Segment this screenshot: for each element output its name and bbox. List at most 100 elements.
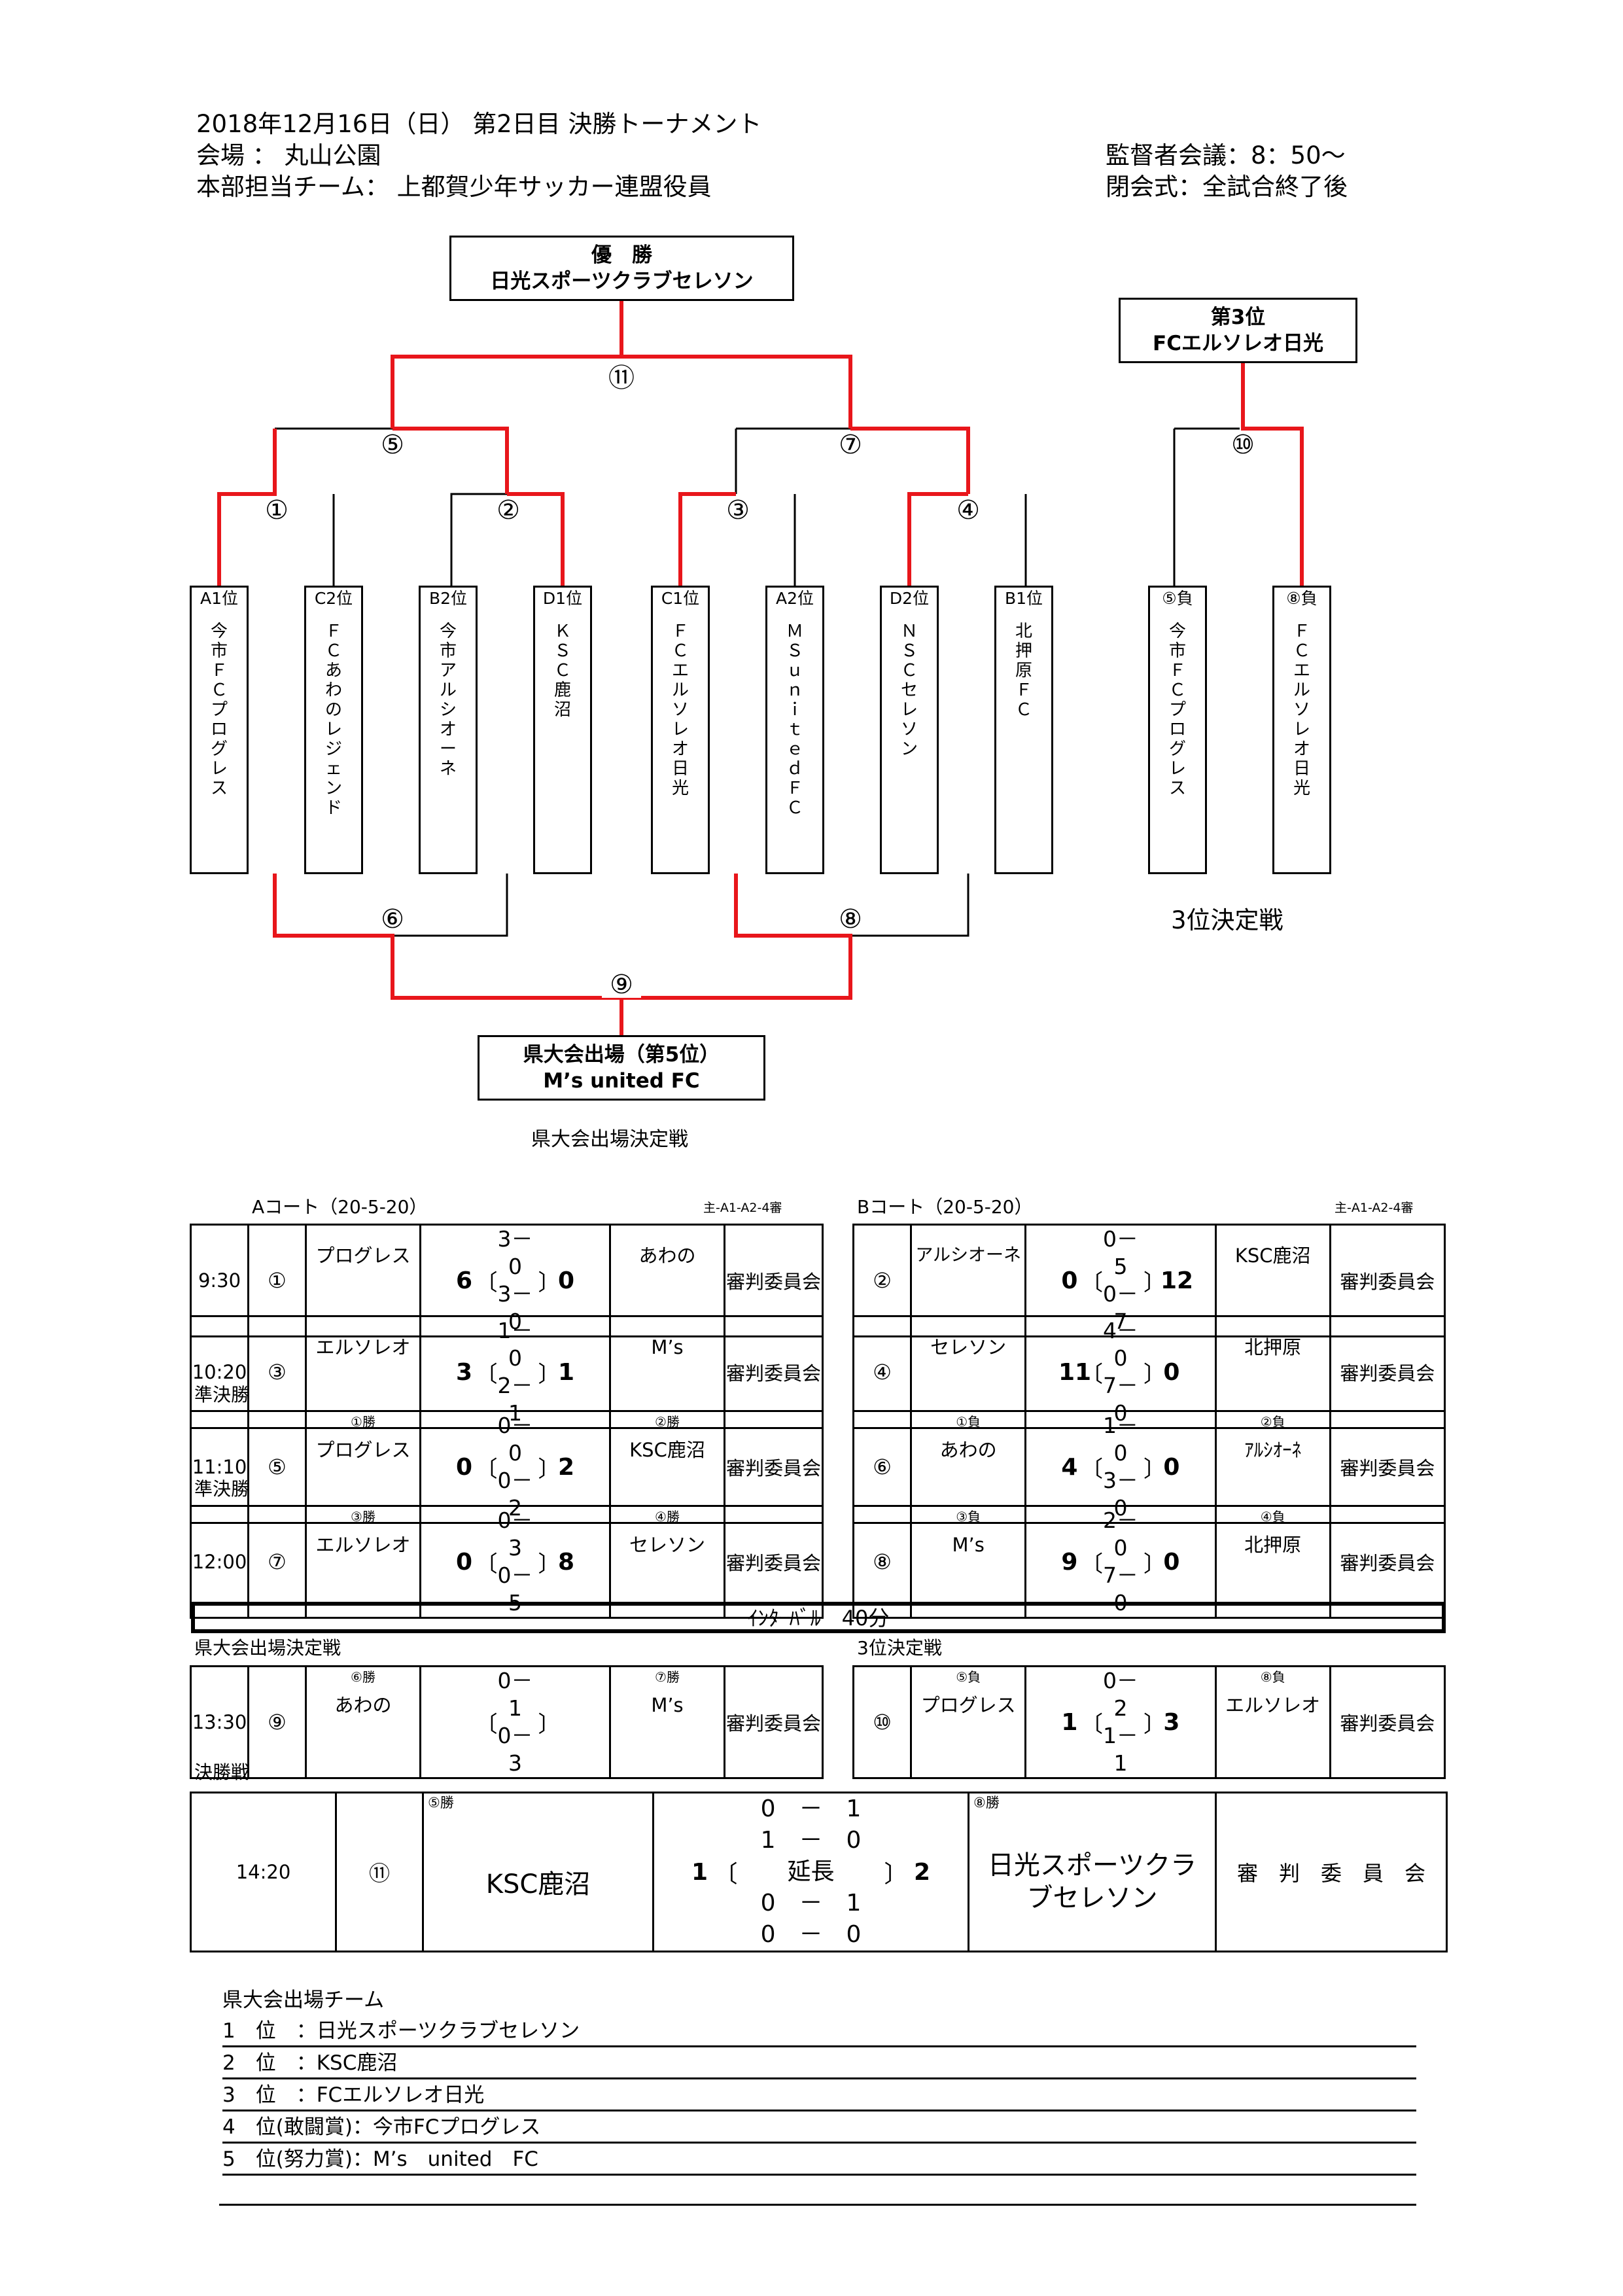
match-no: ⑧ xyxy=(852,1505,913,1619)
half-score: 1－1 xyxy=(1102,1723,1138,1776)
match-time: 13:30 xyxy=(190,1665,249,1779)
team-name-char: 今 xyxy=(439,622,457,641)
match-home-prefix: ⑤負 xyxy=(956,1669,981,1685)
team-name-char: ネ xyxy=(439,759,457,779)
match-away-inner: ④勝セレソン xyxy=(611,1507,724,1617)
match-home-label: プログレス xyxy=(315,1245,411,1267)
final-periods: 0 － 1 1 － 0 延長 0 － 1 0 － 0 xyxy=(739,1793,883,1951)
team-name-char: Ｃ xyxy=(553,661,571,680)
team-name-char: ロ xyxy=(1168,720,1186,739)
semifinal-label-1: 準決勝 xyxy=(194,1384,250,1405)
match-no: ⑩ xyxy=(852,1665,913,1779)
away-score: 0 xyxy=(1163,1548,1180,1576)
match-home-prefix: ①負 xyxy=(956,1414,981,1430)
bracket-close: 〕 xyxy=(1143,1551,1166,1578)
match-away-inner: KSC鹿沼 xyxy=(1217,1226,1329,1335)
team-name-char: ン xyxy=(324,779,342,798)
qualifier-row-2: 2 位 ：KSC鹿沼 xyxy=(222,2049,1416,2079)
team-name-char: オ xyxy=(439,720,457,739)
team-name-char: Ｃ xyxy=(1015,700,1032,720)
match-home-inner: エルソレオ xyxy=(307,1317,419,1427)
match-away-label: エルソレオ xyxy=(1225,1694,1321,1716)
match-home-prefix: ③負 xyxy=(956,1509,981,1525)
team-name-char: ｎ xyxy=(786,680,803,700)
team-name-char: 今 xyxy=(210,622,228,641)
team-name-char: 沼 xyxy=(553,700,571,720)
qualifiers-bottom-line xyxy=(219,2204,1416,2206)
final-period-5: 0 － 0 xyxy=(760,1921,862,1948)
half-score: 7－0 xyxy=(1102,1563,1138,1616)
match-away-label: あわの xyxy=(638,1245,696,1267)
team-name-char: 市 xyxy=(210,641,228,661)
team-name-char: ソ xyxy=(1293,700,1310,720)
final-period-4: 0 － 1 xyxy=(760,1890,862,1916)
half-score: 0－0 xyxy=(497,1413,533,1466)
match-away-inner: ②負ｱﾙｼｵｰﾈ xyxy=(1217,1412,1329,1522)
match-home: セレソン xyxy=(910,1315,1027,1429)
header-closing: 閉会式：全試合終了後 xyxy=(1106,173,1348,201)
team-name-char: Ｃ xyxy=(786,798,803,818)
match-ref: 審判委員会 xyxy=(724,1315,824,1429)
team-name-char: レ xyxy=(900,700,918,720)
away-score: 0 xyxy=(557,1267,575,1294)
node-2: ② xyxy=(489,497,528,523)
team-name-char: 光 xyxy=(671,779,689,798)
match-away-prefix: ⑦勝 xyxy=(655,1669,680,1685)
team-name-char: Ｆ xyxy=(210,661,228,680)
match-away-prefix: ④勝 xyxy=(655,1509,680,1525)
team-name-char: ｔ xyxy=(786,720,803,739)
node-11: ⑪ xyxy=(602,365,641,391)
match-away-label: 北押原 xyxy=(1244,1336,1302,1358)
team-seed-3: B2位 xyxy=(419,586,478,613)
team-name-char: ロ xyxy=(210,720,228,739)
match-ref: 審判委員会 xyxy=(724,1505,824,1619)
team-name-char: ェ xyxy=(324,759,342,779)
final-hs: 1 xyxy=(691,1858,708,1886)
home-score: 1 xyxy=(1061,1708,1078,1736)
match-away-inner: ⑧負エルソレオ xyxy=(1217,1667,1329,1777)
match-away: ⑧負エルソレオ xyxy=(1214,1665,1331,1779)
bracket-open: 〔 xyxy=(475,1361,498,1388)
team-name-char: 市 xyxy=(439,641,457,661)
match-away-label: M’s xyxy=(651,1694,684,1716)
team-name-char: Ｆ xyxy=(671,622,689,641)
team-name-char: Ｎ xyxy=(900,622,918,641)
court-a-title: Aコート（20-5-20） xyxy=(252,1196,428,1218)
header-title: 2018年12月16日（日） 第2日目 決勝トーナメント xyxy=(196,110,762,138)
final-bracket-l: 〔 xyxy=(714,1861,738,1888)
final-ref: 審 判 委 員 会 xyxy=(1215,1792,1448,1952)
third-playoff-label: 3位決定戦 xyxy=(1171,906,1283,934)
final-period-2: 1 － 0 xyxy=(760,1827,862,1854)
match-ref: 審判委員会 xyxy=(724,1665,824,1779)
match-away-inner: ④負北押原 xyxy=(1217,1507,1329,1617)
final-pre-r: ⑧勝 xyxy=(973,1795,1000,1810)
match-home-prefix: ⑥勝 xyxy=(351,1669,375,1685)
match-away-prefix: ②勝 xyxy=(655,1414,680,1430)
match-away-inner: あわの xyxy=(611,1226,724,1335)
team-name-char: レ xyxy=(324,720,342,739)
team-name-char: ｄ xyxy=(786,759,803,779)
team-seed-2: C2位 xyxy=(304,586,363,613)
bracket-close: 〕 xyxy=(1143,1711,1166,1738)
match-home-label: セレソン xyxy=(930,1336,1007,1358)
half-score: 1－0 xyxy=(497,1318,533,1371)
match-home: ⑤負プログレス xyxy=(910,1665,1027,1779)
team-name-char: レ xyxy=(1293,720,1310,739)
match-home-inner: プログレス xyxy=(307,1226,419,1335)
final-table: 14:20 ⑪ ⑤勝 KSC鹿沼 1 〔 0 － 1 1 － 0 延長 0 － … xyxy=(190,1792,1448,1952)
team-name-char: Ｋ xyxy=(553,622,571,641)
team-name-char: ー xyxy=(439,739,457,759)
node-10: ⑩ xyxy=(1223,432,1263,458)
away-score: 2 xyxy=(557,1453,575,1481)
bracket-close: 〕 xyxy=(538,1551,561,1578)
team-name-char: ア xyxy=(439,661,457,680)
